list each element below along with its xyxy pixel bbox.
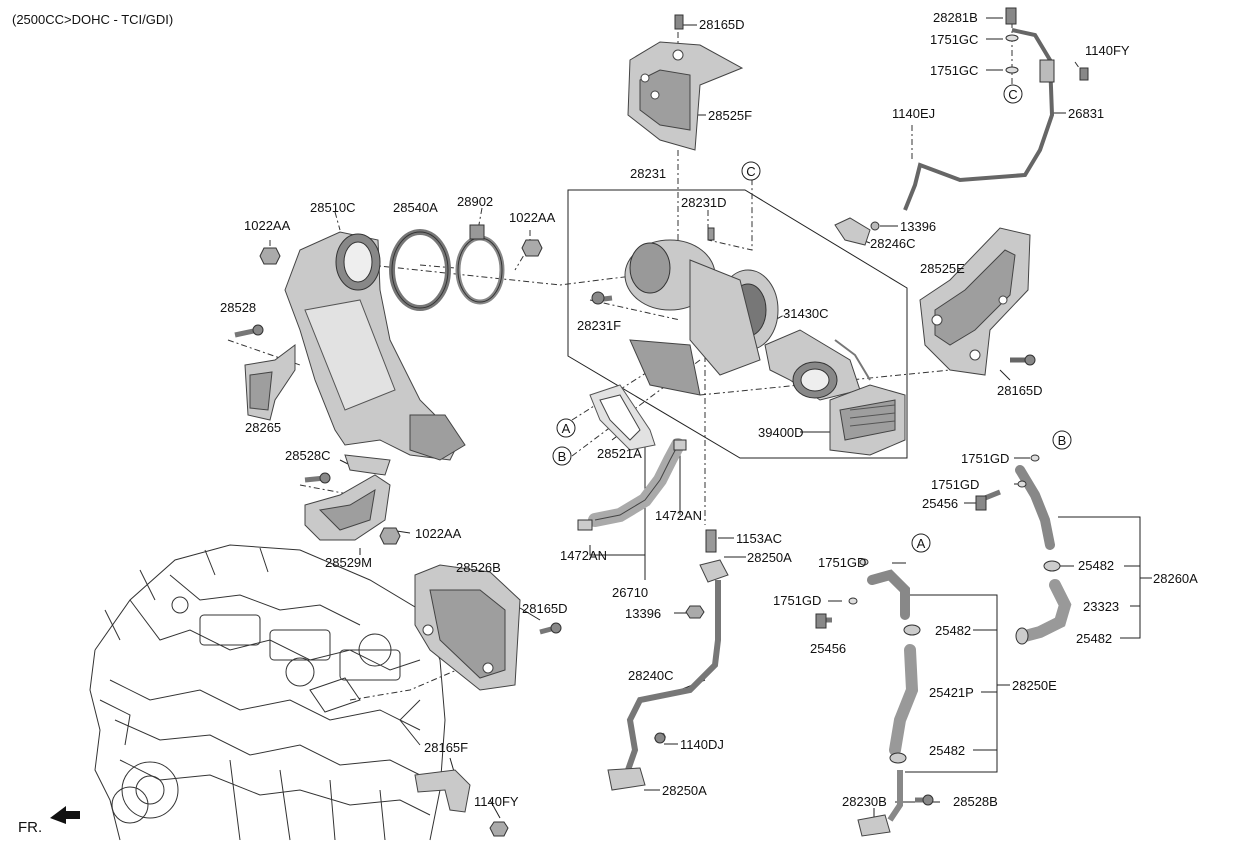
part-label: 28521A <box>597 446 642 461</box>
bracket-28165F <box>414 769 509 837</box>
part-label: 28525E <box>920 261 965 276</box>
part-label: 28165D <box>699 17 745 32</box>
part-label: 25482 <box>1076 631 1112 646</box>
callout-C-oilline: C <box>1003 84 1023 104</box>
part-label: 1751GC <box>930 63 978 78</box>
part-label: 28231F <box>577 318 621 333</box>
water-pipe-28250E <box>815 558 934 837</box>
part-label: 1751GD <box>931 477 979 492</box>
svg-text:B: B <box>558 449 567 464</box>
part-label: 1153AC <box>736 531 782 546</box>
part-label: 1022AA <box>244 218 291 233</box>
svg-text:C: C <box>1008 87 1017 102</box>
part-label: 28528C <box>285 448 331 463</box>
part-label: 25482 <box>929 743 965 758</box>
part-label: 28260A <box>1153 571 1198 586</box>
catalytic-converter-28510C <box>284 231 466 476</box>
part-label: 28165D <box>997 383 1043 398</box>
part-label: 25456 <box>810 641 846 656</box>
part-label: 28528B <box>953 794 998 809</box>
part-label: 28250A <box>747 550 792 565</box>
oil-feed-line-26831 <box>834 7 1089 246</box>
part-label: 28281B <box>933 10 978 25</box>
part-label: 25482 <box>935 623 971 638</box>
callout-A-turbo: A <box>556 418 576 438</box>
part-label: 13396 <box>625 606 661 621</box>
part-label: 1472AN <box>560 548 607 563</box>
water-hose-26710 <box>577 438 687 531</box>
part-label: 28526B <box>456 560 501 575</box>
heat-shield-28526B <box>414 564 562 691</box>
part-label: 1140FY <box>474 794 519 809</box>
part-label: 28240C <box>628 668 674 683</box>
turbocharger-28231 <box>624 227 871 401</box>
water-pipe-28260A <box>975 454 1072 645</box>
svg-text:A: A <box>917 536 926 551</box>
part-label: 28246C <box>870 236 916 251</box>
front-direction-indicator: FR. <box>18 806 80 836</box>
part-label: 28510C <box>310 200 356 215</box>
heat-shield-28525F <box>627 14 744 151</box>
bracket-28529M <box>304 474 391 541</box>
svg-text:A: A <box>562 421 571 436</box>
part-label: 1751GC <box>930 32 978 47</box>
part-label: 28165D <box>522 601 568 616</box>
part-label: 26710 <box>612 585 648 600</box>
part-label: 1140EJ <box>892 106 935 121</box>
callout-A-pipe: A <box>911 533 931 553</box>
engine-block-drawing <box>89 544 446 841</box>
part-label: 26831 <box>1068 106 1104 121</box>
part-label: 28165F <box>424 740 468 755</box>
part-label: 28231 <box>630 166 666 181</box>
part-label: 28250A <box>662 783 707 798</box>
front-label: FR. <box>18 819 42 836</box>
part-labels: 28165D 28281B 1751GC 1751GC 1140FY 28525… <box>220 10 1198 809</box>
part-label: 28265 <box>245 420 281 435</box>
part-label: 31430C <box>783 306 829 321</box>
part-label: 28525F <box>708 108 752 123</box>
leader-lines <box>227 17 1152 820</box>
part-label: 1751GD <box>773 593 821 608</box>
part-label: 28902 <box>457 194 493 209</box>
part-label: 23323 <box>1083 599 1119 614</box>
callout-B-turbo: B <box>552 446 572 466</box>
callout-B-pipe: B <box>1052 430 1072 450</box>
part-label: 28230B <box>842 794 887 809</box>
front-arrow-icon <box>50 806 80 824</box>
part-label: 25421P <box>929 685 974 700</box>
part-label: 25482 <box>1078 558 1114 573</box>
part-label: 28529M <box>325 555 372 570</box>
part-label: 28231D <box>681 195 727 210</box>
part-label: 28528 <box>220 300 256 315</box>
actuator-39400D <box>829 384 906 456</box>
svg-text:C: C <box>746 164 755 179</box>
part-label: 13396 <box>900 219 936 234</box>
part-label: 1751GD <box>818 555 866 570</box>
part-label: 1751GD <box>961 451 1009 466</box>
part-label: 1140DJ <box>680 737 724 752</box>
callout-C-turbo: C <box>741 161 761 181</box>
engine-spec-header: (2500CC>DOHC - TCI/GDI) <box>12 12 173 27</box>
part-label: 1140FY <box>1085 43 1130 58</box>
svg-text:B: B <box>1058 433 1067 448</box>
part-label: 1472AN <box>655 508 702 523</box>
part-label: 25456 <box>922 496 958 511</box>
clamp-28902 <box>455 224 505 305</box>
part-label: 39400D <box>758 425 804 440</box>
gasket-28540A <box>389 229 451 311</box>
heat-shield-28525E <box>919 227 1036 376</box>
part-label: 1022AA <box>415 526 462 541</box>
part-label: 28540A <box>393 200 438 215</box>
fasteners-cat-group <box>234 239 613 545</box>
gasket-28521A <box>589 384 656 451</box>
part-label: 1022AA <box>509 210 556 225</box>
bracket-28265 <box>244 344 296 421</box>
oil-return-pipe-28240C <box>607 529 729 791</box>
part-label: 28250E <box>1012 678 1057 693</box>
